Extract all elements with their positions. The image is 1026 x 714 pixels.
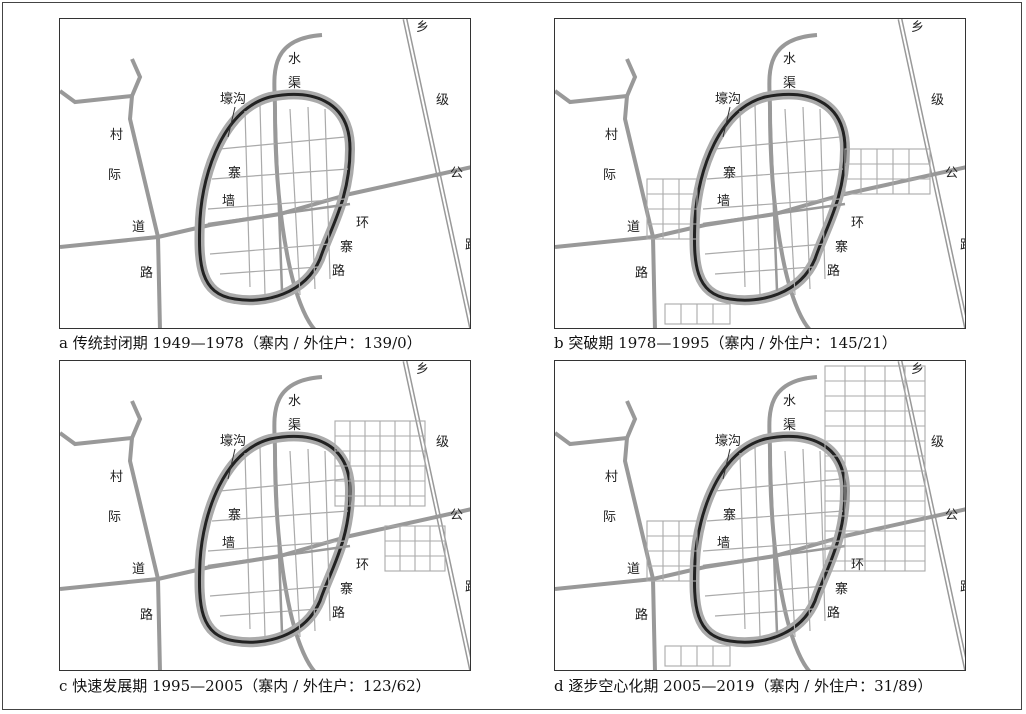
panel-c-map: 村际道路水渠壕沟寨墙环寨路乡级公路 — [59, 360, 471, 671]
moat-leader-line-d — [722, 448, 731, 480]
map-label-wall-c-1: 墙 — [222, 536, 235, 551]
map-label-ring-road-d-1: 寨 — [835, 581, 848, 597]
map-label-county-road-d-1: 级 — [931, 435, 944, 450]
map-label-canal-c-0: 水 — [288, 394, 301, 409]
map-label-wall-b-0: 寨 — [723, 165, 736, 181]
caption-c-text: 快速发展期 1995—2005（寨内 / 外住户：123/62） — [72, 677, 431, 695]
map-label-county-road-d-2: 公 — [945, 508, 958, 523]
map-label-village-road-d-0: 村 — [605, 470, 618, 485]
map-d: 村际道路水渠壕沟寨墙环寨路乡级公路 — [555, 361, 966, 671]
expansion-south-strip-b — [664, 303, 731, 325]
map-label-village-road-c-1: 际 — [108, 510, 121, 525]
map-label-village-road-b-2: 道 — [627, 220, 640, 235]
map-label-canal-c-1: 渠 — [288, 418, 301, 433]
map-label-village-road-a-2: 道 — [132, 220, 145, 235]
map-b: 村际道路水渠壕沟寨墙环寨路乡级公路 — [555, 19, 966, 329]
map-label-canal-d-1: 渠 — [783, 418, 796, 433]
caption-c: c 快速发展期 1995—2005（寨内 / 外住户：123/62） — [59, 677, 431, 695]
map-label-county-road-a-1: 级 — [436, 93, 449, 108]
map-label-moat-a-0: 壕沟 — [220, 91, 246, 107]
map-label-ring-road-a-1: 寨 — [340, 239, 353, 255]
map-label-village-road-d-2: 道 — [627, 562, 640, 577]
caption-d-text: 逐步空心化期 2005—2019（寨内 / 外住户：31/89） — [568, 677, 933, 695]
map-c: 村际道路水渠壕沟寨墙环寨路乡级公路 — [60, 361, 471, 671]
map-label-village-road-d-1: 际 — [603, 510, 616, 525]
moat-leader-line-a — [227, 106, 236, 138]
map-label-ring-road-d-0: 环 — [851, 558, 864, 573]
map-label-canal-d-0: 水 — [783, 394, 796, 409]
map-label-county-road-b-1: 级 — [931, 93, 944, 108]
caption-d: d 逐步空心化期 2005—2019（寨内 / 外住户：31/89） — [554, 677, 932, 695]
map-label-ring-road-c-0: 环 — [356, 558, 369, 573]
map-label-wall-a-0: 寨 — [228, 165, 241, 181]
map-label-ring-road-c-1: 寨 — [340, 581, 353, 597]
map-label-county-road-c-0: 乡 — [416, 362, 429, 377]
map-label-village-road-b-0: 村 — [605, 128, 618, 143]
moat-leader-line-b — [722, 106, 731, 138]
map-label-county-road-b-3: 路 — [960, 237, 966, 253]
map-label-county-road-a-2: 公 — [450, 166, 463, 181]
panel-a-map: 村际道路水渠壕沟寨墙环寨路乡级公路 — [59, 18, 471, 329]
map-label-village-road-d-3: 路 — [635, 607, 648, 623]
map-label-village-road-b-1: 际 — [603, 168, 616, 183]
caption-b-letter: b — [554, 334, 564, 352]
caption-c-letter: c — [59, 677, 68, 695]
map-label-wall-d-0: 寨 — [723, 507, 736, 523]
map-label-village-road-c-2: 道 — [132, 562, 145, 577]
panel-d-map: 村际道路水渠壕沟寨墙环寨路乡级公路 — [554, 360, 966, 671]
panel-b-map: 村际道路水渠壕沟寨墙环寨路乡级公路 — [554, 18, 966, 329]
caption-a-letter: a — [59, 334, 68, 352]
map-label-ring-road-a-2: 路 — [332, 263, 345, 279]
map-label-village-road-a-3: 路 — [140, 265, 153, 281]
map-label-village-road-c-3: 路 — [140, 607, 153, 623]
caption-b: b 突破期 1978—1995（寨内 / 外住户：145/21） — [554, 334, 897, 352]
map-label-ring-road-b-0: 环 — [851, 216, 864, 231]
caption-a: a 传统封闭期 1949—1978（寨内 / 外住户：139/0） — [59, 334, 422, 352]
caption-b-text: 突破期 1978—1995（寨内 / 外住户：145/21） — [568, 334, 897, 352]
map-label-ring-road-b-2: 路 — [827, 263, 840, 279]
map-label-county-road-b-0: 乡 — [911, 20, 924, 35]
moat-leader-line-c — [227, 448, 236, 480]
expansion-south-strip-d — [664, 645, 731, 667]
map-label-county-road-c-2: 公 — [450, 508, 463, 523]
map-a: 村际道路水渠壕沟寨墙环寨路乡级公路 — [60, 19, 471, 329]
map-label-wall-b-1: 墙 — [717, 194, 730, 209]
map-label-wall-c-0: 寨 — [228, 507, 241, 523]
map-label-county-road-a-0: 乡 — [416, 20, 429, 35]
map-label-moat-c-0: 壕沟 — [220, 433, 246, 449]
map-label-wall-a-1: 墙 — [222, 194, 235, 209]
map-label-county-road-b-2: 公 — [945, 166, 958, 181]
map-label-village-road-a-1: 际 — [108, 168, 121, 183]
map-label-village-road-c-0: 村 — [110, 470, 123, 485]
map-label-canal-b-1: 渠 — [783, 76, 796, 91]
map-label-ring-road-c-2: 路 — [332, 605, 345, 621]
map-label-canal-a-1: 渠 — [288, 76, 301, 91]
expansion-east-strip-b — [844, 148, 931, 195]
map-label-county-road-a-3: 路 — [465, 237, 471, 253]
map-label-village-road-a-0: 村 — [110, 128, 123, 143]
map-label-county-road-d-0: 乡 — [911, 362, 924, 377]
map-label-county-road-d-3: 路 — [960, 579, 966, 595]
map-label-moat-d-0: 壕沟 — [715, 433, 741, 449]
map-label-canal-a-0: 水 — [288, 52, 301, 67]
map-label-county-road-c-3: 路 — [465, 579, 471, 595]
map-label-wall-d-1: 墙 — [717, 536, 730, 551]
map-label-county-road-c-1: 级 — [436, 435, 449, 450]
map-label-ring-road-d-2: 路 — [827, 605, 840, 621]
map-label-village-road-b-3: 路 — [635, 265, 648, 281]
map-label-ring-road-b-1: 寨 — [835, 239, 848, 255]
caption-d-letter: d — [554, 677, 564, 695]
caption-a-text: 传统封闭期 1949—1978（寨内 / 外住户：139/0） — [72, 334, 422, 352]
map-label-ring-road-a-0: 环 — [356, 216, 369, 231]
map-label-moat-b-0: 壕沟 — [715, 91, 741, 107]
expansion-east-strip-lower-c — [384, 525, 446, 572]
map-label-canal-b-0: 水 — [783, 52, 796, 67]
